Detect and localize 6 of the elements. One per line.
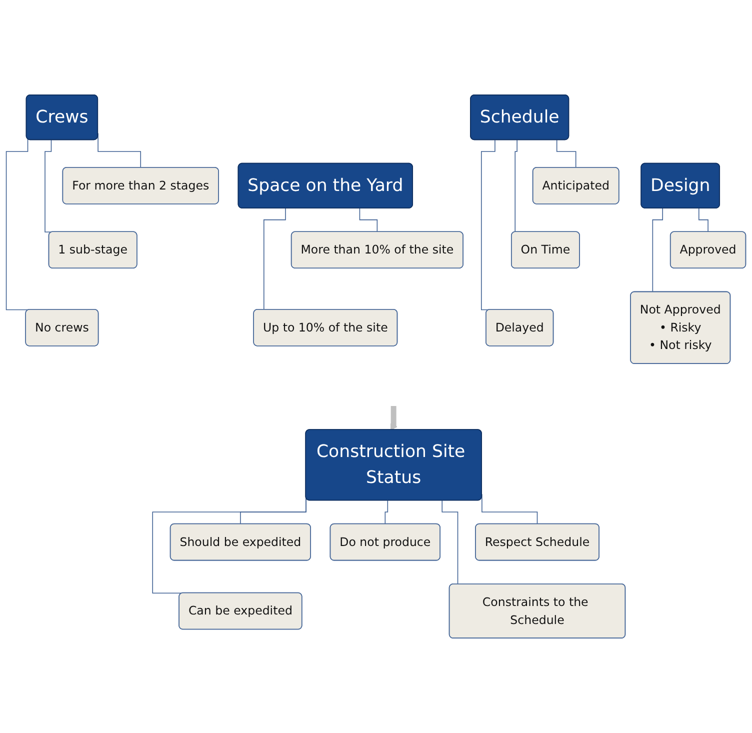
connector xyxy=(384,500,388,525)
connector xyxy=(698,208,709,232)
connector xyxy=(359,208,378,232)
connector xyxy=(652,208,663,292)
connector xyxy=(556,140,577,168)
arrow xyxy=(390,406,398,430)
